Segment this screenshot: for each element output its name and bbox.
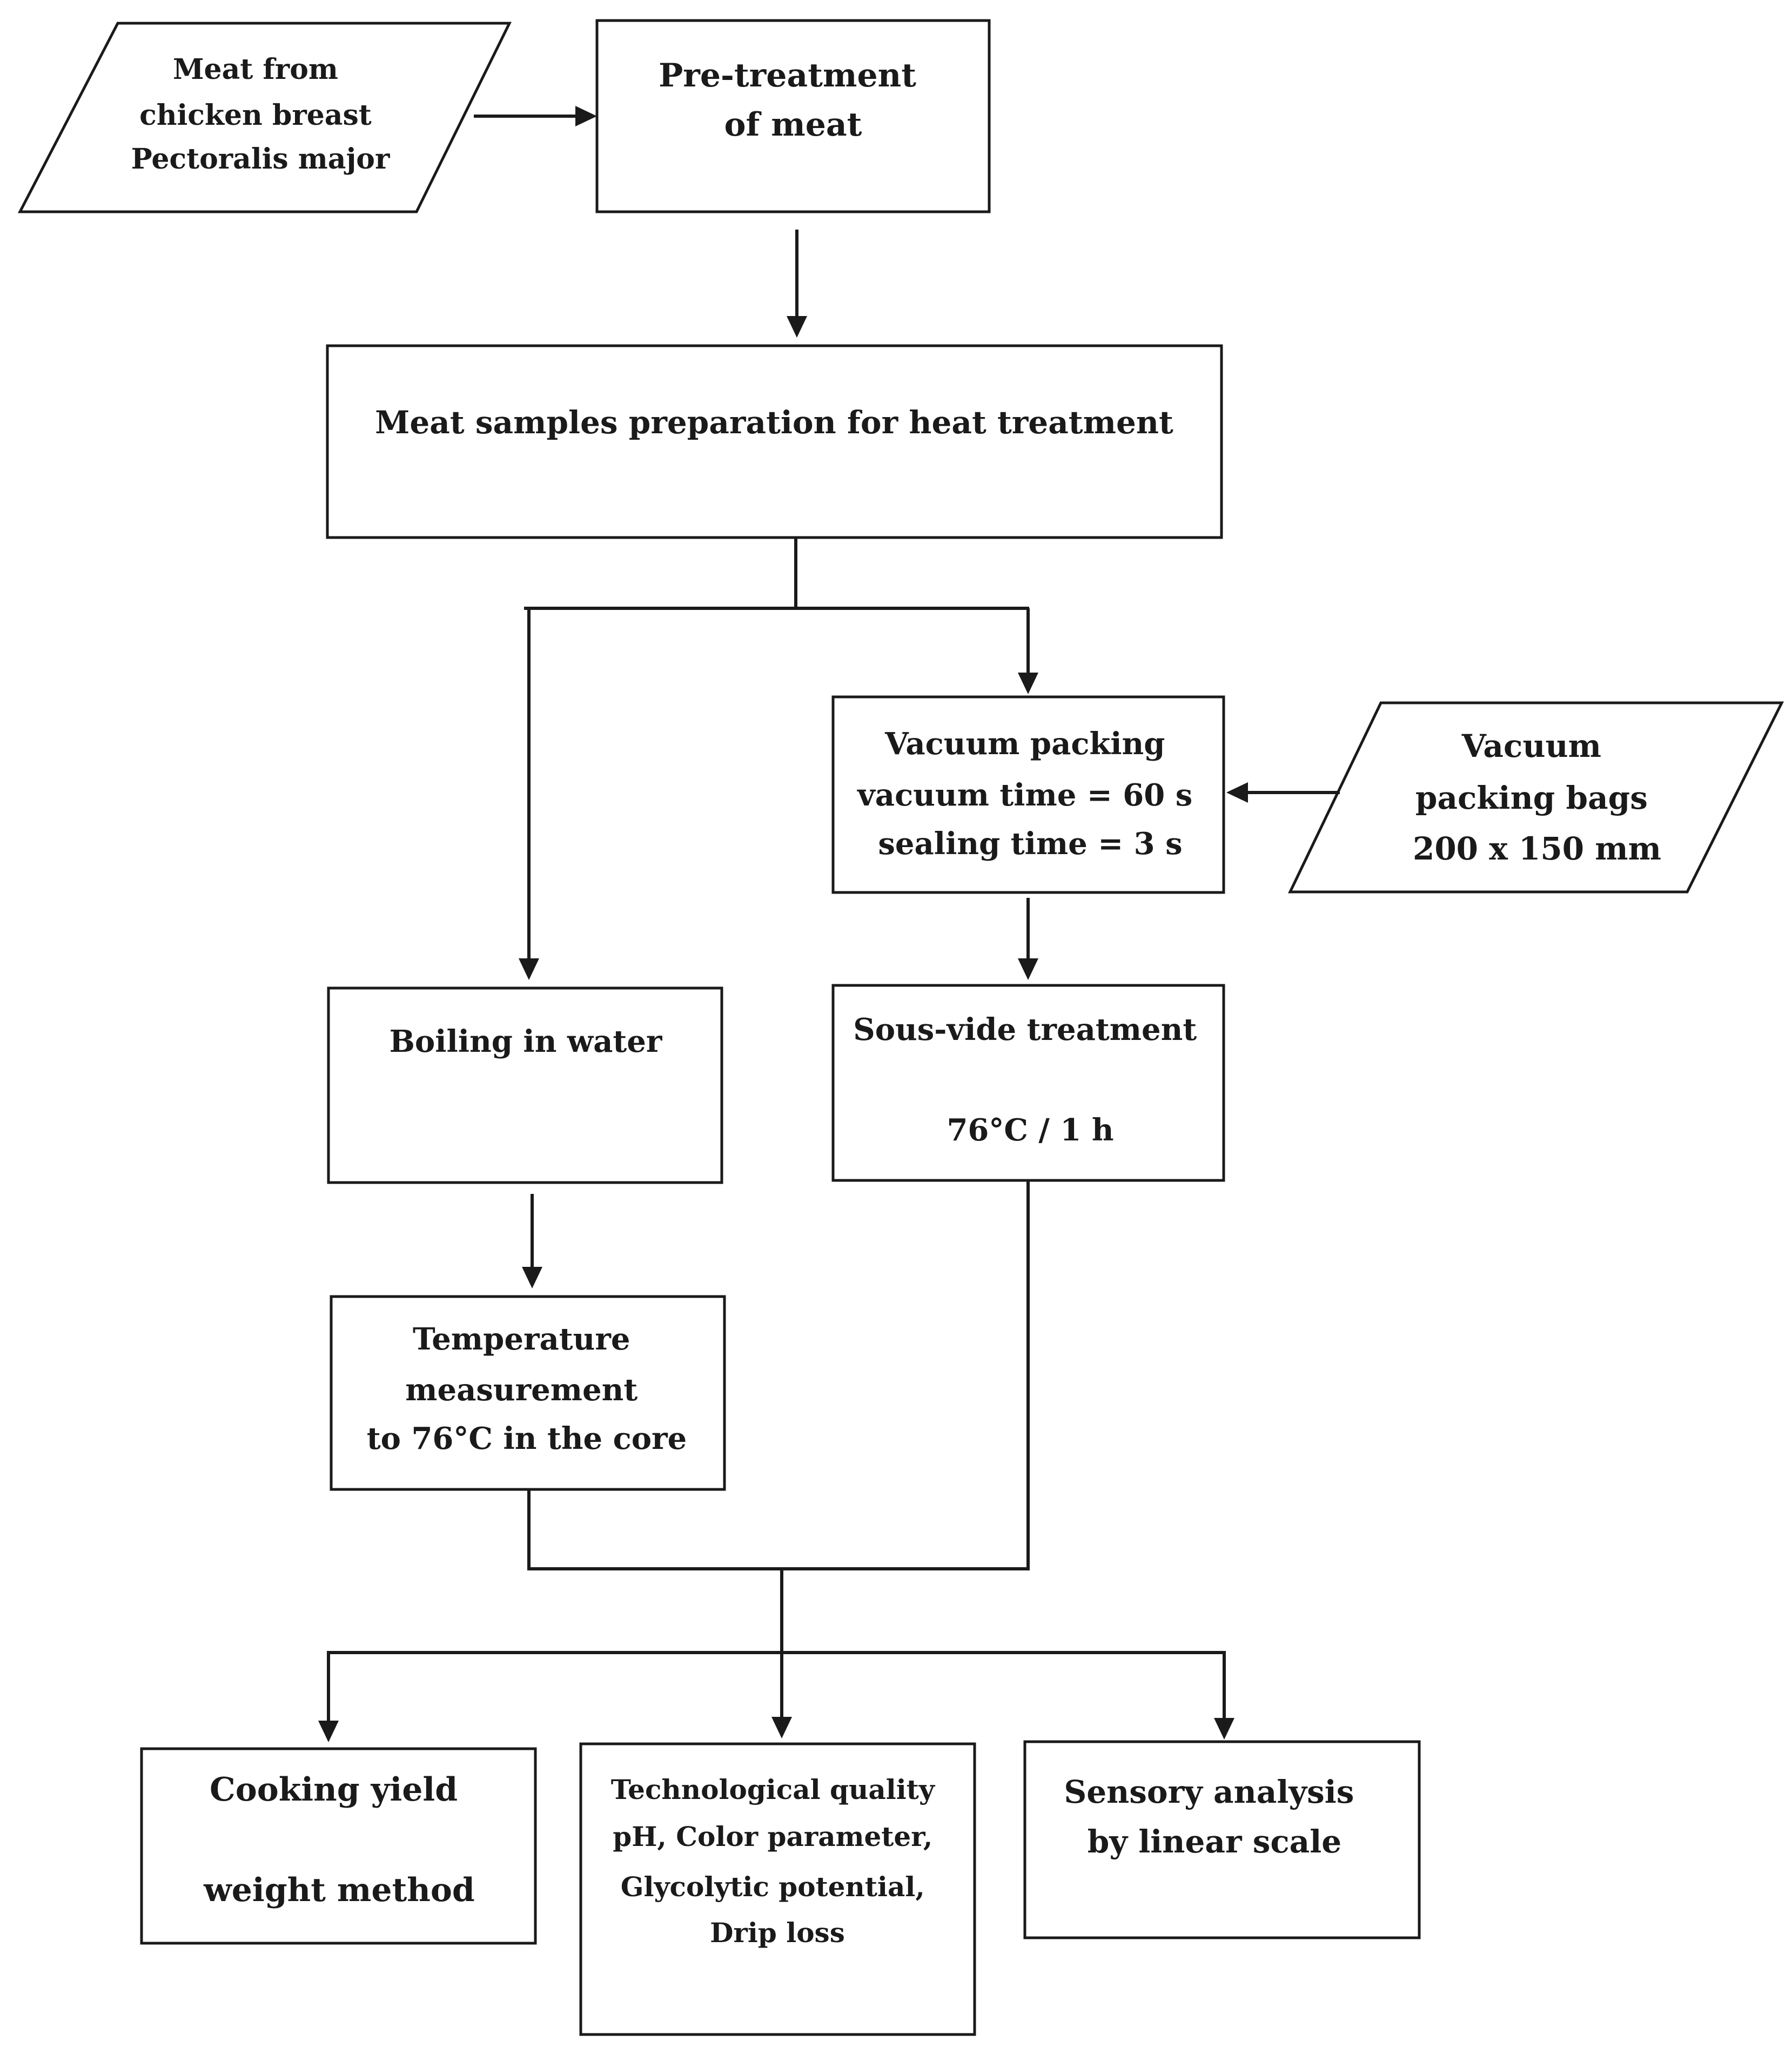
- vacuum-bags-label: Vacuum packing bags 200 x 150 mm: [1413, 728, 1661, 867]
- meat-source-label: Meat from chicken breast Pectoralis majo…: [131, 53, 390, 176]
- sample-prep-box: [326, 344, 1223, 539]
- meat-source-input: [17, 22, 512, 213]
- arrowhead: [771, 1717, 792, 1738]
- boiling-box: [327, 986, 723, 1184]
- vacuum-packing-box: [831, 695, 1225, 894]
- cooking-yield-box: [140, 1747, 537, 1945]
- sensory-box: [1023, 1740, 1421, 1939]
- sample-prep-label: Meat samples preparation for heat treatm…: [375, 404, 1173, 441]
- sous-vide-box: [831, 984, 1225, 1182]
- arrowhead: [1018, 958, 1038, 980]
- temperature-label: Temperature measurement to 76°C in the c…: [367, 1321, 687, 1456]
- vacuum-bags-input: [1288, 701, 1784, 894]
- sensory-label: Sensory analysis by linear scale: [1064, 1774, 1365, 1860]
- boiling-label: Boiling in water: [390, 1024, 663, 1059]
- technological-quality-label: Technological quality pH, Color paramete…: [611, 1774, 944, 1949]
- arrowhead: [1214, 1718, 1234, 1740]
- arrowhead: [787, 316, 807, 338]
- temperature-box: [330, 1295, 726, 1491]
- arrowhead: [318, 1721, 339, 1742]
- pretreatment-label: Pre-treatment of meat: [659, 57, 928, 144]
- cooking-yield-label: Cooking yield weight method: [203, 1771, 475, 1909]
- arrowhead: [1226, 782, 1248, 803]
- vacuum-packing-label: Vacuum packing vacuum time = 60 s sealin…: [856, 726, 1203, 862]
- arrowhead: [522, 1267, 542, 1288]
- pretreatment-box: [595, 19, 991, 213]
- arrowhead: [1018, 673, 1038, 694]
- technological-quality-box: [579, 1742, 976, 2036]
- sous-vide-label: Sous-vide treatment 76°C / 1 h: [853, 1012, 1207, 1148]
- arrowhead: [575, 106, 597, 126]
- arrowhead: [519, 958, 539, 980]
